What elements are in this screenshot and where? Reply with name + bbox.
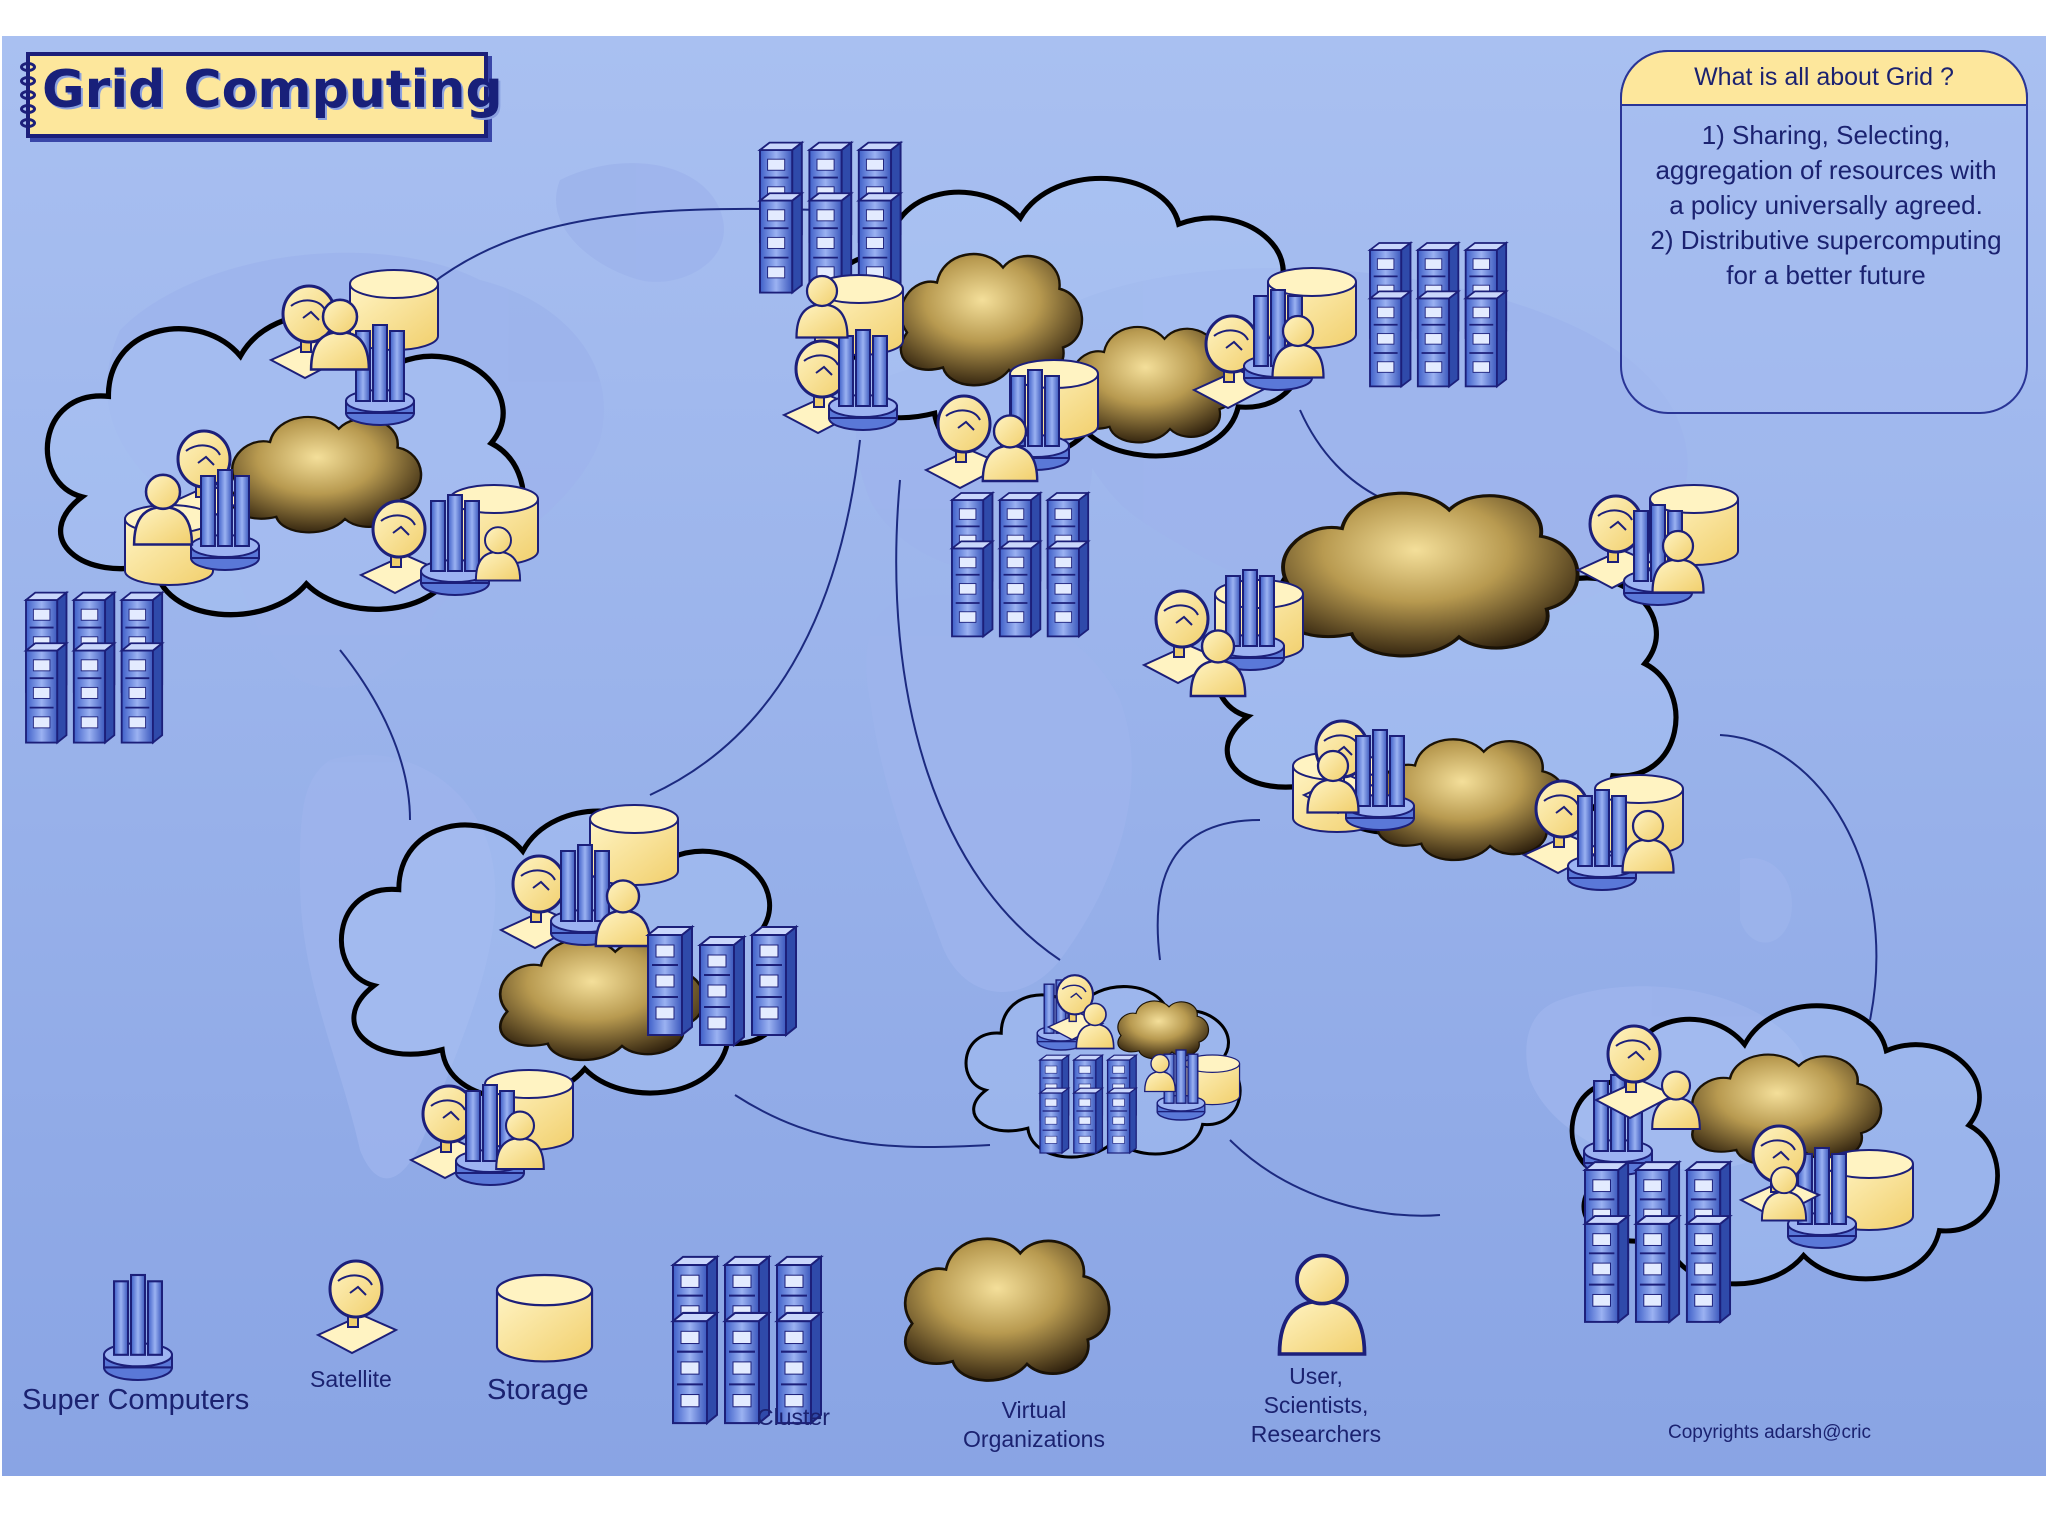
info-body: 1) Sharing, Selecting, aggregation of re… xyxy=(1630,118,2022,293)
legend-label-user-line-2: Scientists, xyxy=(1263,1392,1369,1418)
legend-label-super-computers: Super Computers xyxy=(22,1384,250,1416)
server-icon xyxy=(699,936,745,1046)
binding-ring xyxy=(20,76,36,86)
cluster-icon xyxy=(1585,1162,1730,1322)
server-icon xyxy=(647,926,693,1036)
legend-storage-icon xyxy=(495,1273,594,1363)
storage-icon xyxy=(484,1069,574,1151)
server-icon xyxy=(751,926,797,1036)
legend-super-computer-icon xyxy=(102,1273,174,1382)
legend-label-user-line-3: Researchers xyxy=(1250,1421,1382,1447)
title-badge: Grid Computing xyxy=(20,52,503,138)
info-point-1: 1) Sharing, Selecting, xyxy=(1701,120,1951,150)
info-point-2-line-2: for a better future xyxy=(1726,260,1926,290)
cluster-icon xyxy=(1040,1055,1136,1153)
legend-label-cluster: Cluster xyxy=(757,1404,830,1430)
info-point-1-line-3: a policy universally agreed. xyxy=(1669,190,1983,220)
binding-ring xyxy=(20,90,36,100)
diagram-title: Grid Computing xyxy=(42,60,503,120)
cluster-icon xyxy=(1370,243,1506,386)
super-computer-icon xyxy=(190,469,260,571)
legend-label-virtual-line-1: Virtual xyxy=(1001,1397,1067,1423)
info-heading: What is all about Grid ? xyxy=(1620,50,2028,106)
super-computer-icon xyxy=(1345,729,1415,831)
binding-ring xyxy=(20,118,36,128)
info-point-2: 2) Distributive supercomputing xyxy=(1650,225,2002,255)
super-computer-icon xyxy=(828,329,898,431)
legend-label-user-line-1: User, xyxy=(1289,1363,1343,1389)
binding-ring xyxy=(20,104,36,114)
copyright-text: Copyrights adarsh@cric xyxy=(1668,1422,1872,1443)
legend-label-storage: Storage xyxy=(487,1374,589,1406)
connection-lines xyxy=(339,207,1878,1217)
binding-ring xyxy=(20,62,36,72)
cluster-icon xyxy=(952,493,1088,636)
legend-label-satellite: Satellite xyxy=(310,1366,392,1392)
legend-label-user: User, Scientists, Researchers xyxy=(1236,1362,1396,1449)
info-box: What is all about Grid ? 1) Sharing, Sel… xyxy=(1620,50,2028,414)
legend-label-virtual-line-2: Organizations xyxy=(963,1426,1105,1452)
cluster-icon xyxy=(26,593,162,743)
cluster-icon xyxy=(760,143,901,293)
super-computer-icon xyxy=(1567,789,1637,891)
legend-cluster-icon xyxy=(673,1257,821,1423)
info-point-1-line-2: aggregation of resources with xyxy=(1655,155,1997,185)
legend-label-virtual-organizations: Virtual Organizations xyxy=(950,1396,1118,1454)
